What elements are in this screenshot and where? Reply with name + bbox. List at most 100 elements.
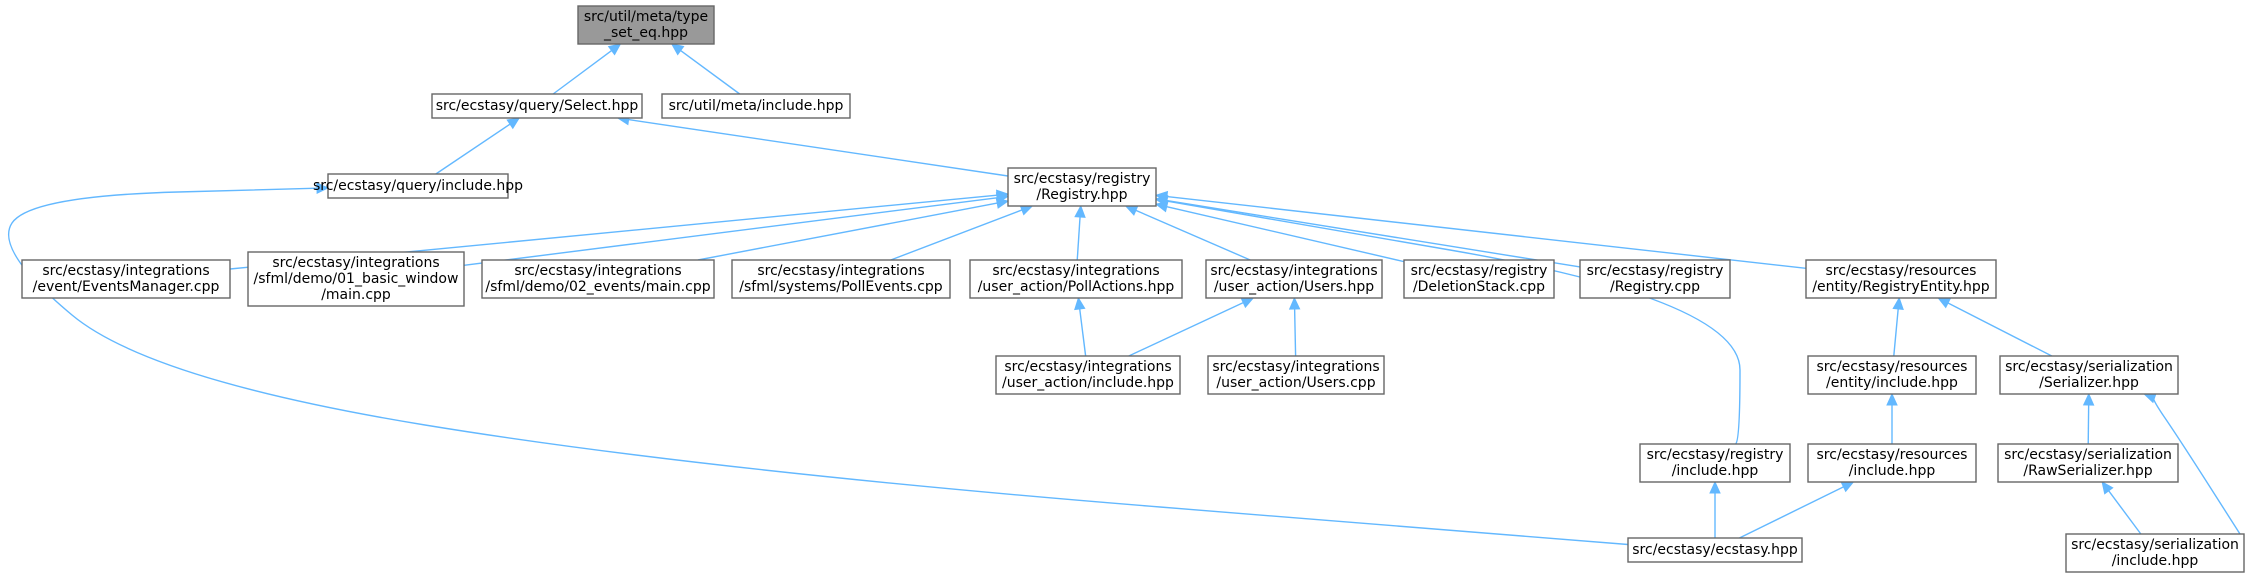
nodes-layer: src/util/meta/type_set_eq.hpp src/ecstasy… <box>21 5 2245 573</box>
file-node-registry_cpp[interactable]: src/ecstasy/registry/Registry.cpp <box>1579 259 1731 299</box>
edge-line <box>697 202 998 261</box>
edge-user_action_include-to-users_hpp <box>1128 297 1255 357</box>
node-label-line: src/util/meta/type <box>584 9 708 25</box>
node-label-line: src/ecstasy/registry <box>1647 447 1784 463</box>
file-node-users_cpp[interactable]: src/ecstasy/integrations/user_action/Use… <box>1207 355 1385 395</box>
arrowhead <box>1240 297 1255 309</box>
edge-events_main-to-registry_hpp <box>697 197 1010 261</box>
file-node-poll_actions[interactable]: src/ecstasy/integrations/user_action/Pol… <box>969 259 1183 299</box>
arrowhead <box>506 117 521 130</box>
file-node-entity_include[interactable]: src/ecstasy/resources/entity/include.hpp <box>1807 355 1977 395</box>
node-label-line: src/ecstasy/resources <box>1817 359 1968 375</box>
edge-ecstasy_hpp-to-query_include <box>7 182 1629 546</box>
edge-ecstasy_hpp-to-registry_include <box>1709 480 1721 538</box>
edge-users_hpp-to-registry_hpp <box>1124 205 1251 261</box>
edge-line <box>680 49 741 95</box>
edge-line <box>1947 302 2053 357</box>
node-box <box>731 259 951 299</box>
node-label-line: /event/EventsManager.cpp <box>33 279 220 295</box>
arrowhead <box>1124 205 1139 216</box>
node-label-line: src/ecstasy/resources <box>1817 447 1968 463</box>
node-label-line: /RawSerializer.hpp <box>2023 463 2152 479</box>
arrowhead <box>2082 392 2095 406</box>
node-label-line: src/ecstasy/ecstasy.hpp <box>1632 542 1798 558</box>
node-label-line: src/ecstasy/query/Select.hpp <box>436 98 639 114</box>
node-label-line: src/ecstasy/integrations <box>1210 263 1377 279</box>
arrowhead <box>670 43 685 56</box>
file-node-events_manager[interactable]: src/ecstasy/integrations/event/EventsMan… <box>21 259 231 299</box>
arrowhead <box>316 182 330 194</box>
node-label-line: /Registry.hpp <box>1036 187 1127 203</box>
node-label-line: src/util/meta/include.hpp <box>669 98 844 114</box>
node-box <box>327 173 509 199</box>
file-node-serialization_include[interactable]: src/ecstasy/serialization/include.hpp <box>2065 533 2245 573</box>
node-label-line: /include.hpp <box>2112 553 2199 569</box>
edge-line <box>628 118 1009 177</box>
node-box <box>1403 259 1555 299</box>
file-node-basic_window[interactable]: src/ecstasy/integrations/sfml/demo/01_ba… <box>247 251 465 307</box>
edge-line <box>1079 308 1087 357</box>
file-node-registry_entity[interactable]: src/ecstasy/resources/entity/RegistryEnt… <box>1805 259 1997 299</box>
node-label-line: src/ecstasy/registry <box>1587 263 1724 279</box>
file-node-resources_include[interactable]: src/ecstasy/resources/include.hpp <box>1807 443 1977 483</box>
file-node-events_main[interactable]: src/ecstasy/integrations/sfml/demo/02_ev… <box>481 259 715 299</box>
node-label-line: src/ecstasy/serialization <box>2005 359 2173 375</box>
edge-poll_actions-to-registry_hpp <box>1074 204 1086 261</box>
edge-registry_cpp-to-registry_hpp <box>1154 195 1581 268</box>
edge-ecstasy_hpp-to-resources_include <box>1739 481 1855 539</box>
node-label-line: /DeletionStack.cpp <box>1413 279 1545 295</box>
node-box <box>1007 167 1157 207</box>
node-box <box>1579 259 1731 299</box>
edge-line <box>1293 308 1297 357</box>
node-label-line: /entity/RegistryEntity.hpp <box>1812 279 1989 295</box>
file-node-users_hpp[interactable]: src/ecstasy/integrations/user_action/Use… <box>1205 259 1383 299</box>
node-box <box>661 93 851 119</box>
edge-user_action_include-to-poll_actions <box>1074 296 1087 357</box>
edge-raw_serializer-to-serializer <box>2082 392 2095 445</box>
file-node-poll_events[interactable]: src/ecstasy/integrations/sfml/systems/Po… <box>731 259 951 299</box>
arrowhead <box>1709 480 1721 494</box>
node-label-line: src/ecstasy/registry <box>1014 171 1151 187</box>
file-node-registry_hpp[interactable]: src/ecstasy/registry/Registry.hpp <box>1007 167 1157 207</box>
file-node-meta_include[interactable]: src/util/meta/include.hpp <box>661 93 851 119</box>
node-label-line: src/ecstasy/serialization <box>2071 537 2239 553</box>
edge-line <box>1135 209 1251 261</box>
node-label-line: _set_eq.hpp <box>603 25 688 41</box>
file-node-registry_include[interactable]: src/ecstasy/registry/include.hpp <box>1639 443 1791 483</box>
file-node-query_include[interactable]: src/ecstasy/query/include.hpp <box>313 173 523 199</box>
file-node-ecstasy_hpp[interactable]: src/ecstasy/ecstasy.hpp <box>1627 537 1803 563</box>
file-node-serializer[interactable]: src/ecstasy/serialization/Serializer.hpp <box>1999 355 2179 395</box>
file-node-raw_serializer[interactable]: src/ecstasy/serialization/RawSerializer.… <box>1997 443 2179 483</box>
node-label-line: src/ecstasy/integrations <box>757 263 924 279</box>
node-box <box>577 5 715 45</box>
edge-line <box>1076 216 1081 261</box>
node-label-line: /user_action/Users.cpp <box>1216 375 1375 391</box>
edge-users_cpp-to-users_hpp <box>1288 296 1301 357</box>
edge-line <box>1166 200 1741 445</box>
arrowhead <box>1074 204 1086 218</box>
edge-line <box>1739 486 1844 539</box>
edge-line <box>552 49 613 95</box>
node-box <box>995 355 1181 395</box>
node-box <box>431 93 643 119</box>
edge-basic_window-to-registry_hpp <box>463 192 1010 267</box>
edge-line <box>1166 199 1581 268</box>
edge-deletion_stack-to-registry_hpp <box>1154 201 1405 263</box>
edge-line <box>1893 308 1899 357</box>
edge-entity_include-to-registry_entity <box>1892 296 1904 357</box>
arrowhead <box>607 43 622 56</box>
node-box <box>481 259 715 299</box>
edge-line <box>1128 302 1244 357</box>
file-node-type_set_eq: src/util/meta/type_set_eq.hpp <box>577 5 715 45</box>
node-label-line: /user_action/PollActions.hpp <box>978 279 1175 295</box>
edge-line <box>435 123 511 175</box>
edge-meta_include-to-type_set_eq <box>670 43 741 95</box>
edge-serialization_include-to-raw_serializer <box>2101 481 2142 535</box>
file-node-user_action_include[interactable]: src/ecstasy/integrations/user_action/inc… <box>995 355 1181 395</box>
node-label-line: src/ecstasy/integrations <box>1004 359 1171 375</box>
file-node-deletion_stack[interactable]: src/ecstasy/registry/DeletionStack.cpp <box>1403 259 1555 299</box>
edge-poll_events-to-registry_hpp <box>890 204 1034 261</box>
node-box <box>1807 355 1977 395</box>
file-node-select[interactable]: src/ecstasy/query/Select.hpp <box>431 93 643 119</box>
arrowhead <box>1074 296 1086 311</box>
